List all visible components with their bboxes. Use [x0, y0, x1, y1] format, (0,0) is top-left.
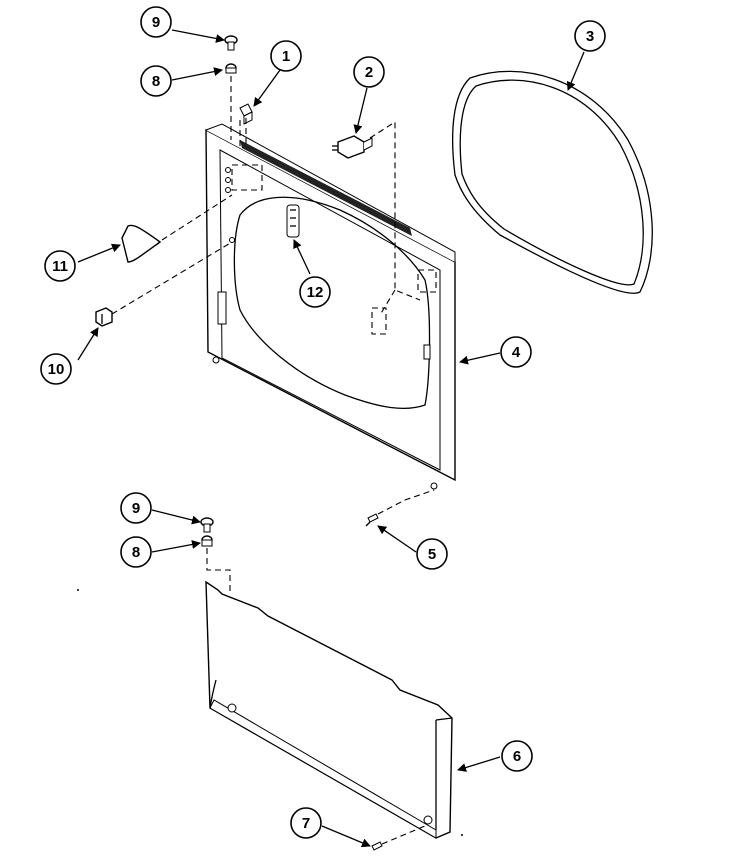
callout-1: 1 [270, 40, 302, 72]
screw-top [224, 35, 238, 51]
callout-text: 2 [365, 64, 373, 81]
callout-text: 7 [302, 815, 310, 832]
washer-top [225, 63, 237, 74]
callout-10-label: 10 10 [48, 361, 65, 378]
callout-8-bottom: 8 [120, 536, 152, 568]
callout-5: 5 [416, 538, 448, 570]
callout-10: 10 10 10 10 10 10 10 10 10 10 10 10 10 1… [40, 353, 72, 385]
triangle-badge [121, 224, 162, 263]
door-switch [332, 135, 373, 159]
screw-toe-panel [371, 841, 383, 851]
callout-8-top: 8 [140, 65, 172, 97]
callout-text: 5 [428, 546, 436, 563]
callout-4: 4 [500, 336, 532, 368]
door-seal-gasket [452, 70, 653, 294]
screw-bottom-right [365, 513, 379, 527]
callout-3: 3 [574, 20, 606, 52]
callout-12: 12 [299, 276, 331, 308]
screw-mid [200, 517, 214, 533]
callout-text: 3 [586, 28, 594, 45]
callout-text: 9 [152, 14, 160, 31]
callout-text: 10 [48, 361, 65, 378]
door-latch [286, 204, 300, 238]
callout-text: 8 [132, 544, 140, 561]
small-clip [95, 307, 113, 327]
callout-text: 12 [307, 284, 324, 301]
front-panel [205, 123, 456, 490]
callout-text: 8 [152, 73, 160, 90]
callout-text: 11 [52, 258, 68, 275]
callout-text: 1 [282, 48, 290, 65]
callout-7: 7 [290, 807, 322, 839]
toe-panel [205, 580, 453, 839]
callout-6: 6 [501, 740, 533, 772]
callout-2: 2 [353, 56, 385, 88]
callout-text: 4 [512, 344, 521, 361]
washer-mid [201, 535, 213, 547]
callout-text: 6 [513, 748, 521, 765]
leader-lines [77, 29, 585, 848]
callout-9-top: 9 [140, 6, 172, 38]
callout-11: 11 [44, 250, 76, 282]
callout-text: 9 [132, 500, 140, 517]
callout-9-bottom: 9 [120, 492, 152, 524]
